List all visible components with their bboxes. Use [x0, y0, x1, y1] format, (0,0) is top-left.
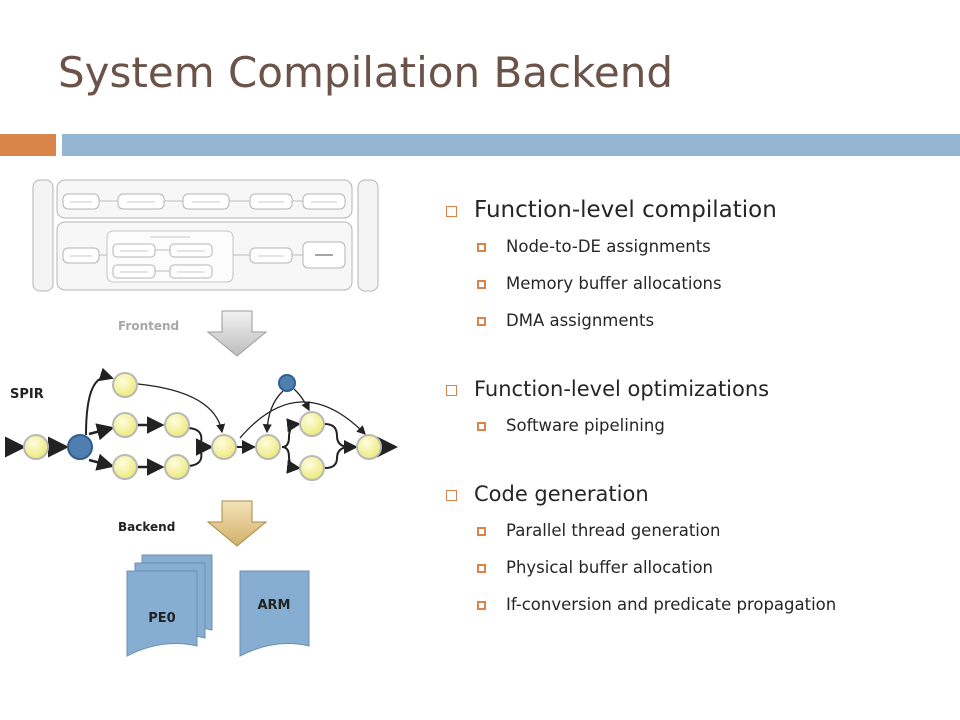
- bullet-square-icon: [477, 422, 486, 431]
- frontend-arrow-icon: [206, 310, 268, 357]
- list-item: Node-to-DE assignments: [442, 233, 942, 261]
- list-item: DMA assignments: [442, 307, 942, 335]
- spir-nodes: [23, 372, 382, 481]
- bullet-square-icon: [477, 527, 486, 536]
- list-item: Physical buffer allocation: [442, 554, 942, 582]
- bullet-square-icon: [477, 317, 486, 326]
- arm-document-icon: [239, 570, 310, 657]
- bullet-list: Function-level compilation Node-to-DE as…: [442, 196, 942, 619]
- slide-title: System Compilation Backend: [58, 48, 674, 97]
- bullet-box-icon: [446, 490, 457, 501]
- compilation-diagram: Frontend SPIR: [5, 179, 398, 657]
- section-heading-text: Function-level compilation: [474, 197, 777, 223]
- list-item: If-conversion and predicate propagation: [442, 591, 942, 619]
- section-heading: Function-level compilation: [442, 196, 942, 224]
- list-item: Software pipelining: [442, 412, 942, 440]
- bullet-box-icon: [446, 206, 457, 217]
- backend-arrow-icon: [206, 500, 268, 547]
- frontend-graph: [32, 179, 379, 292]
- backend-label: Backend: [118, 520, 175, 534]
- bullet-square-icon: [477, 601, 486, 610]
- spir-edges: [5, 367, 398, 476]
- list-item: Parallel thread generation: [442, 517, 942, 545]
- list-item: Memory buffer allocations: [442, 270, 942, 298]
- section-heading-text: Code generation: [474, 482, 649, 506]
- accent-bar: [0, 134, 56, 156]
- bullet-square-icon: [477, 243, 486, 252]
- header-band: [62, 134, 960, 156]
- bullet-square-icon: [477, 564, 486, 573]
- section-heading: Function-level optimizations: [442, 375, 942, 403]
- frontend-label: Frontend: [118, 319, 179, 333]
- arm-label: ARM: [257, 598, 290, 613]
- bullet-box-icon: [446, 385, 457, 396]
- section-heading: Code generation: [442, 480, 942, 508]
- section-heading-text: Function-level optimizations: [474, 377, 770, 401]
- spir-label: SPIR: [10, 387, 44, 402]
- pe0-label: PE0: [148, 611, 175, 626]
- pe0-document-stack: [126, 554, 213, 657]
- bullet-square-icon: [477, 280, 486, 289]
